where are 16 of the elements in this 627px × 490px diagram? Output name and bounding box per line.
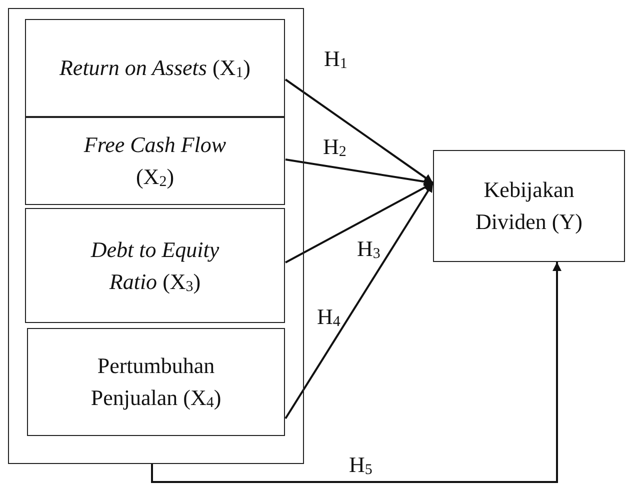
arrow — [151, 262, 562, 483]
variable-box — [433, 150, 625, 262]
arrow — [284, 78, 434, 184]
variable-label: Pertumbuhan Penjualan (X$_{4}$) — [90, 352, 222, 414]
arrow — [285, 182, 434, 264]
arrow — [285, 158, 434, 186]
group-frame — [8, 8, 304, 464]
variable-label: Free Cash Flow (X$_{2}$) — [82, 131, 228, 192]
variable-label: Debt to Equity Ratio (X$_{3}$) — [90, 236, 220, 297]
variable-label: Return on Assets (X$_{1}$) — [59, 54, 250, 84]
variable-label: Kebijakan Dividen (Y) — [474, 176, 584, 236]
variable-box — [25, 19, 285, 117]
variable-box — [25, 117, 285, 205]
arrow — [284, 182, 434, 420]
variable-box — [27, 328, 285, 436]
variable-box — [25, 208, 285, 323]
